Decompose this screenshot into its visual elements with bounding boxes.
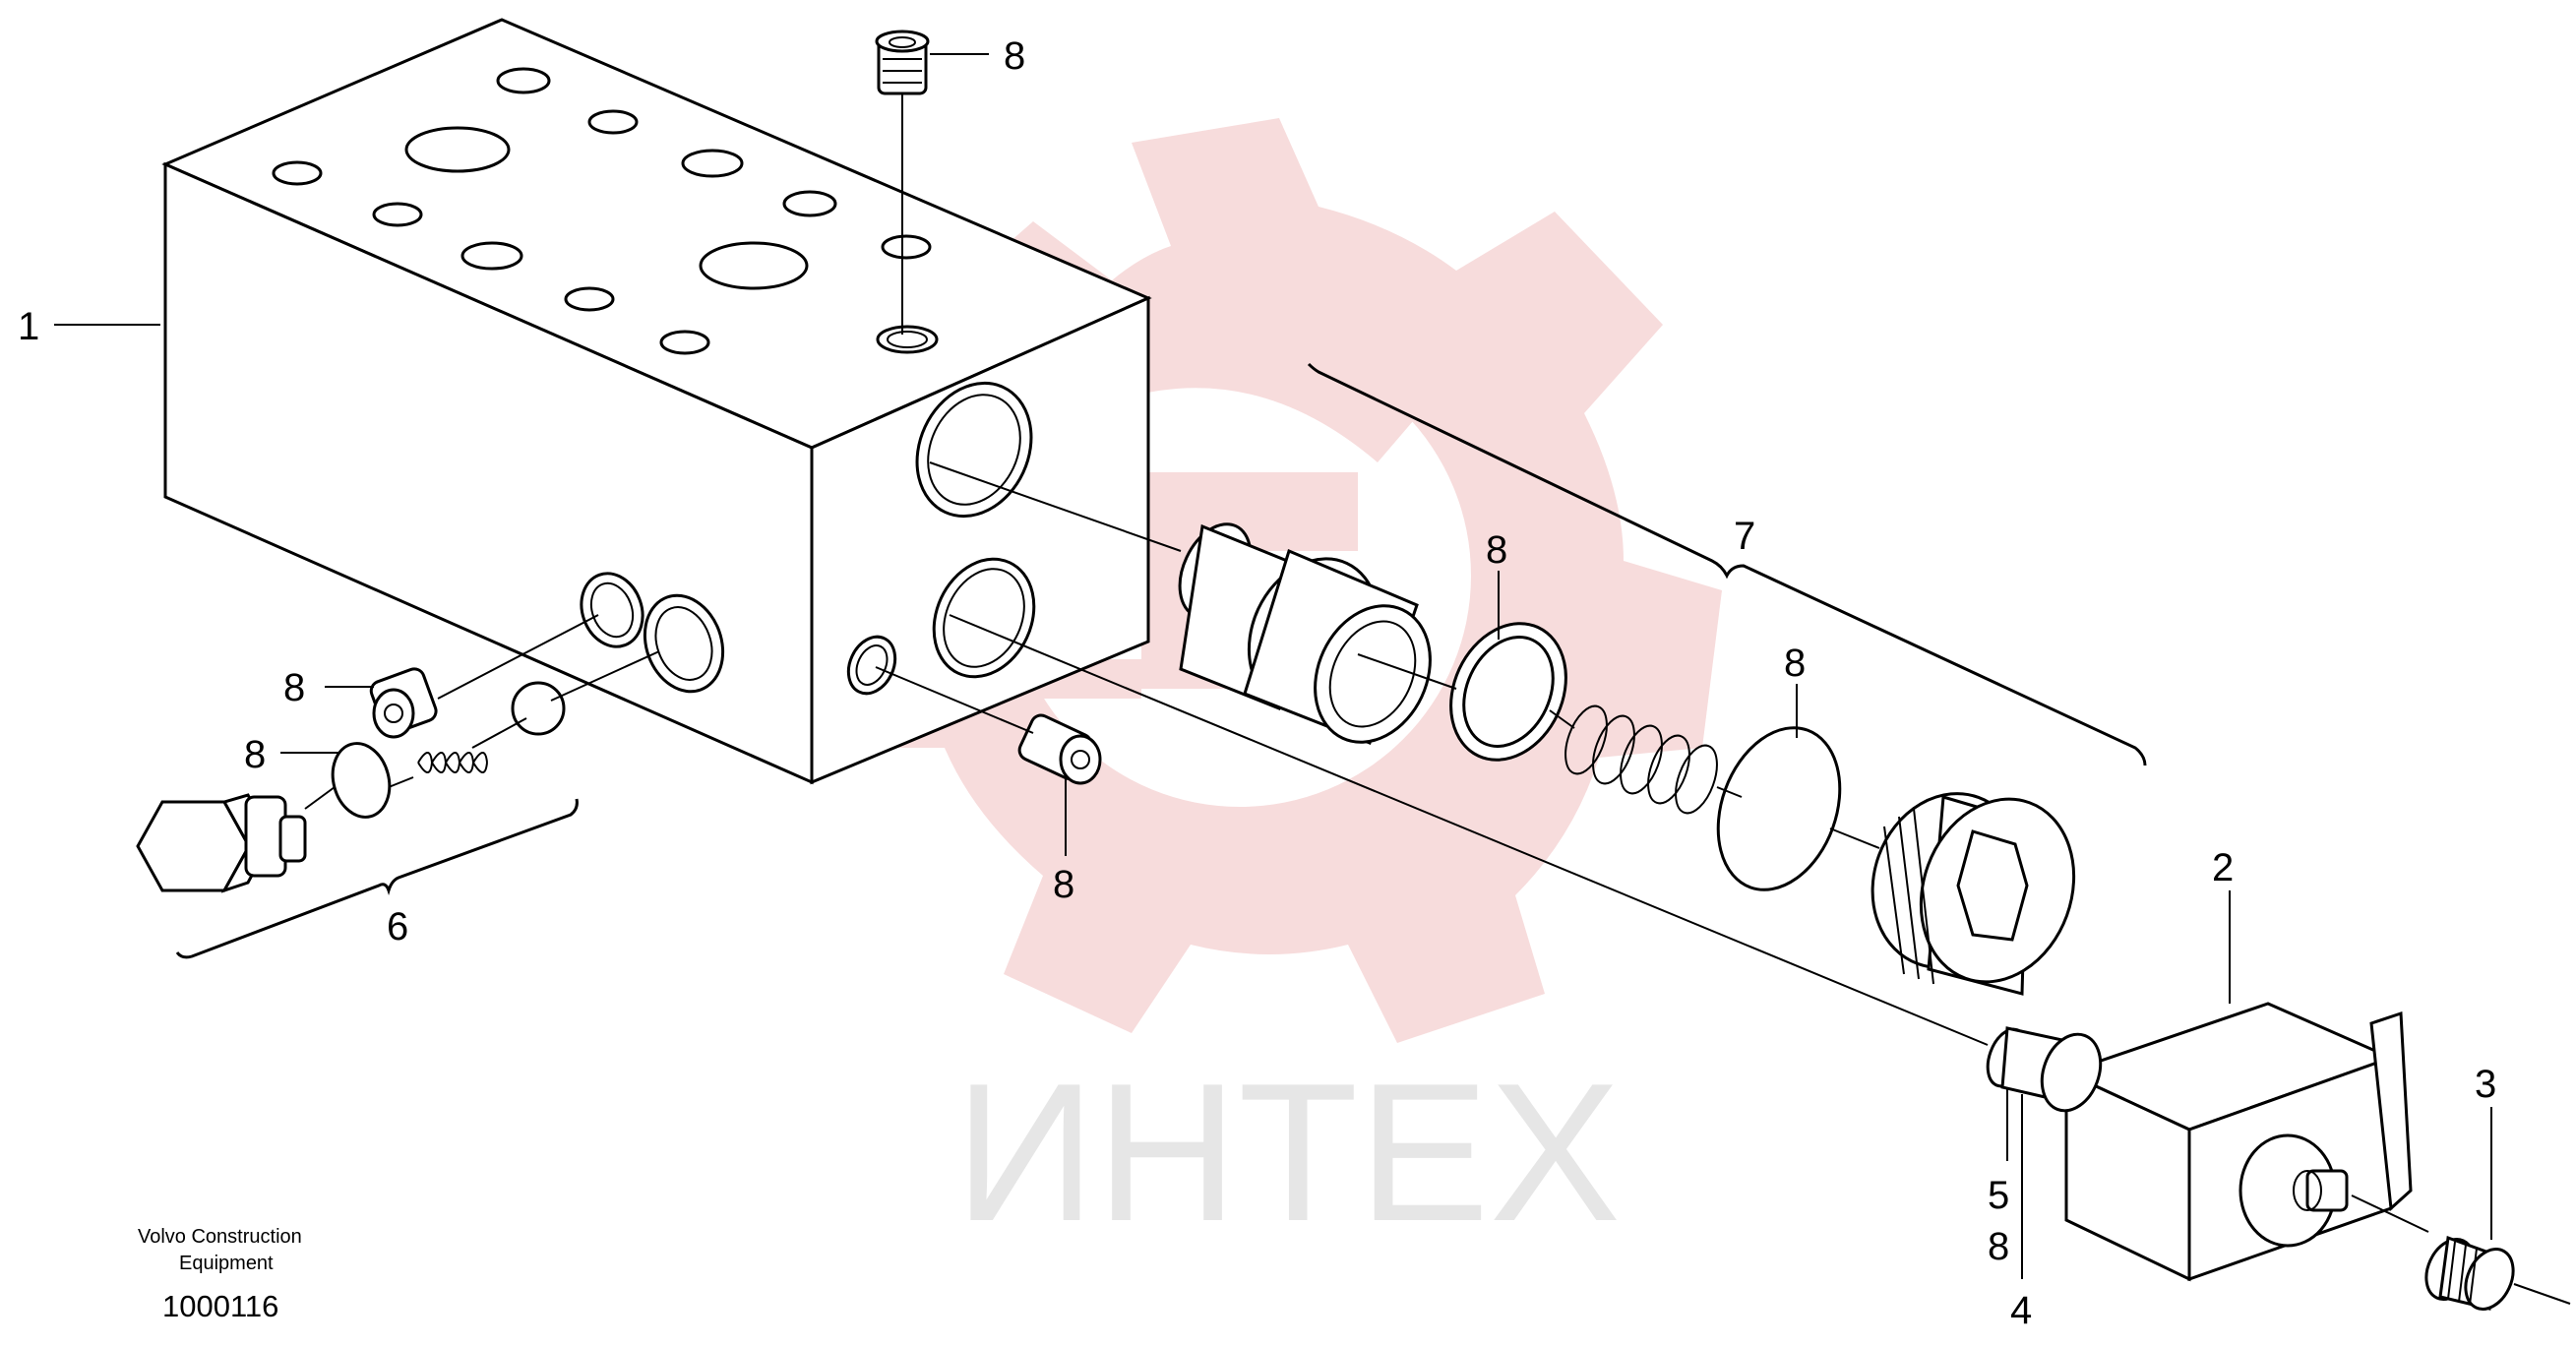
spool-assembly-7: [1178, 522, 2076, 996]
callout-8-top: 8: [1004, 34, 1025, 78]
plug-front: [1017, 713, 1102, 785]
callout-1: 1: [18, 305, 39, 348]
explosion-lines: [304, 93, 2571, 1305]
callout-6: 6: [387, 905, 408, 949]
callout-7: 7: [1734, 515, 1755, 558]
solenoid-2: [2061, 1002, 2413, 1282]
watermark-text: ИНТЕХ: [954, 1043, 1621, 1262]
callout-8-stem: 8: [1988, 1225, 2009, 1268]
callout-8-oring: 8: [1784, 642, 1806, 685]
leader-lines: [54, 53, 2492, 1279]
plug-top: [875, 30, 930, 95]
callout-8-front-plug: 8: [1053, 863, 1074, 906]
caption-line-2: Equipment: [179, 1253, 274, 1274]
callout-8-left-plug: 8: [283, 666, 305, 709]
knurled-nut-3: [2424, 1235, 2515, 1311]
callout-8-left-oring: 8: [244, 733, 266, 776]
plug-assembly-6: [136, 667, 566, 893]
callout-3: 3: [2475, 1063, 2496, 1106]
solenoid-stem: [1986, 1026, 2103, 1113]
callout-4: 4: [2010, 1289, 2032, 1332]
callout-5: 5: [1988, 1174, 2009, 1217]
callout-8-seal: 8: [1486, 528, 1507, 572]
part-number: 1000116: [162, 1289, 278, 1323]
valve-block: [161, 18, 1152, 785]
group-brackets: [175, 362, 2147, 959]
callout-2: 2: [2212, 846, 2234, 889]
caption-line-1: Volvo Construction: [138, 1226, 302, 1248]
